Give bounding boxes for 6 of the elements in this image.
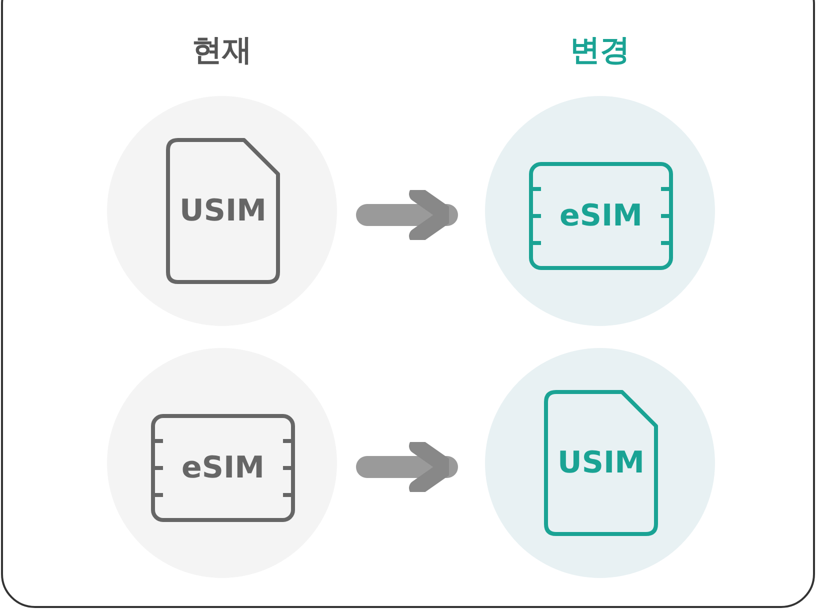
column-heading: 현재	[192, 32, 252, 70]
sim-label: eSIM	[558, 198, 644, 234]
sim-label: USIM	[178, 194, 268, 228]
sim-label: USIM	[556, 446, 646, 480]
column-heading: 변경	[570, 32, 630, 70]
sim-label: eSIM	[180, 450, 266, 486]
